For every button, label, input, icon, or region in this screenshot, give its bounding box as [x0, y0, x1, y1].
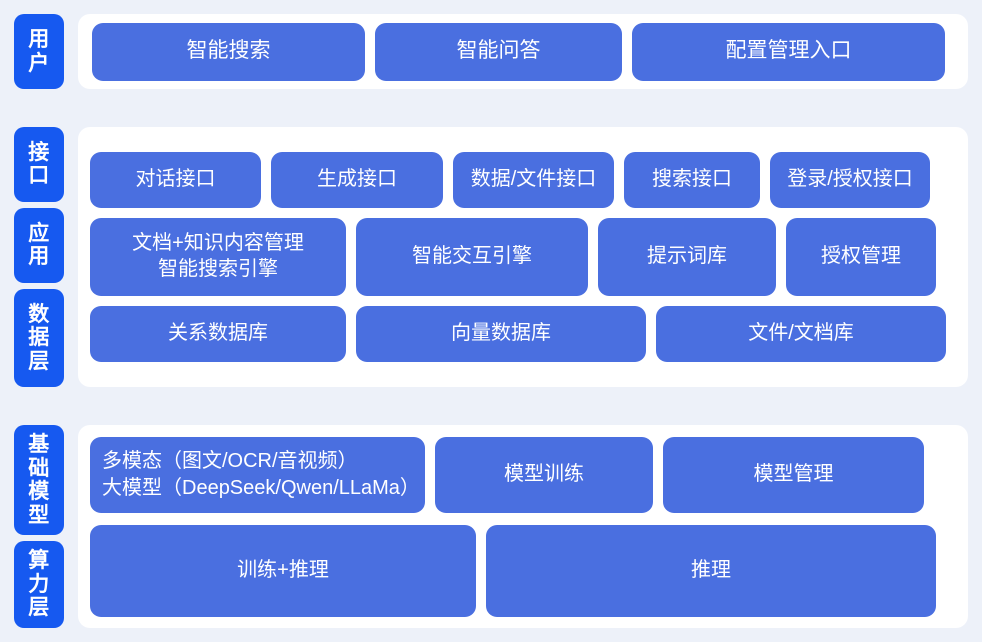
rail-tab-foundation-model-label: 基础模型 — [28, 433, 50, 527]
card-inference[interactable]: 推理 — [486, 524, 936, 617]
row-compute-layer: 训练+推理 推理 — [90, 524, 956, 617]
rail-infra: 基础模型 算力层 — [0, 411, 72, 642]
card-model-management[interactable]: 模型管理 — [663, 436, 924, 513]
row-interface: 对话接口 生成接口 数据/文件接口 搜索接口 登录/授权接口 — [90, 152, 956, 208]
card-vector-database[interactable]: 向量数据库 — [356, 306, 646, 362]
rail-tab-application-label: 应用 — [28, 221, 50, 269]
rail-user: 用户 — [0, 0, 72, 103]
card-model-training[interactable]: 模型训练 — [435, 436, 653, 513]
rail-tab-application[interactable]: 应用 — [14, 207, 64, 283]
card-dialog-api[interactable]: 对话接口 — [90, 152, 261, 208]
card-document-knowledge-management[interactable]: 文档+知识内容管理 智能搜索引擎 — [90, 218, 346, 296]
card-smart-search[interactable]: 智能搜索 — [92, 22, 365, 81]
band-infra: 基础模型 算力层 多模态（图文/OCR/音视频） 大模型（DeepSeek/Qw… — [0, 411, 982, 642]
card-search-api[interactable]: 搜索接口 — [624, 152, 760, 208]
panel-user: 智能搜索 智能问答 配置管理入口 — [78, 14, 968, 89]
card-authorization-management[interactable]: 授权管理 — [786, 218, 936, 296]
rail-tab-data-layer-label: 数据层 — [28, 302, 50, 373]
card-relational-database[interactable]: 关系数据库 — [90, 306, 346, 362]
card-login-auth-api[interactable]: 登录/授权接口 — [770, 152, 930, 208]
row-foundation-model: 多模态（图文/OCR/音视频） 大模型（DeepSeek/Qwen/LLaMa）… — [90, 436, 956, 513]
band-core: 接口 应用 数据层 对话接口 生成接口 数据/文件接口 搜索接口 登录/授权接口… — [0, 113, 982, 401]
rail-tab-user[interactable]: 用户 — [14, 14, 64, 89]
card-training-plus-inference[interactable]: 训练+推理 — [90, 524, 476, 617]
band-user: 用户 智能搜索 智能问答 配置管理入口 — [0, 0, 982, 103]
row-user-entries: 智能搜索 智能问答 配置管理入口 — [92, 22, 954, 81]
card-generation-api[interactable]: 生成接口 — [271, 152, 443, 208]
card-data-file-api[interactable]: 数据/文件接口 — [453, 152, 614, 208]
card-prompt-library[interactable]: 提示词库 — [598, 218, 776, 296]
rail-tab-data-layer[interactable]: 数据层 — [14, 288, 64, 387]
panel-infra: 多模态（图文/OCR/音视频） 大模型（DeepSeek/Qwen/LLaMa）… — [78, 425, 968, 628]
rail-core: 接口 应用 数据层 — [0, 113, 72, 401]
card-smart-qa[interactable]: 智能问答 — [375, 22, 622, 81]
rail-tab-user-label: 用户 — [28, 27, 50, 75]
card-multimodal-large-model[interactable]: 多模态（图文/OCR/音视频） 大模型（DeepSeek/Qwen/LLaMa） — [90, 436, 425, 513]
row-application: 文档+知识内容管理 智能搜索引擎 智能交互引擎 提示词库 授权管理 — [90, 218, 956, 296]
panel-core: 对话接口 生成接口 数据/文件接口 搜索接口 登录/授权接口 文档+知识内容管理… — [78, 127, 968, 387]
rail-tab-foundation-model[interactable]: 基础模型 — [14, 425, 64, 536]
rail-tab-compute-layer[interactable]: 算力层 — [14, 541, 64, 629]
card-file-document-store[interactable]: 文件/文档库 — [656, 306, 946, 362]
rail-tab-compute-layer-label: 算力层 — [28, 549, 50, 620]
card-smart-interaction-engine[interactable]: 智能交互引擎 — [356, 218, 588, 296]
rail-tab-interface[interactable]: 接口 — [14, 127, 64, 202]
card-config-management-entry[interactable]: 配置管理入口 — [632, 22, 945, 81]
rail-tab-interface-label: 接口 — [28, 140, 50, 188]
row-data-layer: 关系数据库 向量数据库 文件/文档库 — [90, 306, 956, 362]
